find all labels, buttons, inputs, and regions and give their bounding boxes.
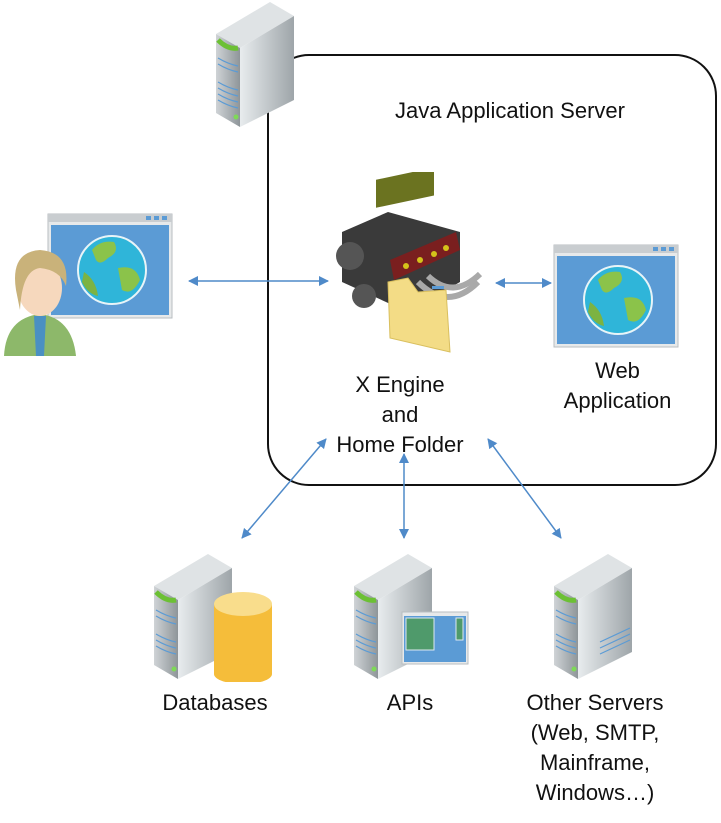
other-servers-label-line: Mainframe, <box>539 750 651 775</box>
apis-label: APIs <box>386 690 434 715</box>
engine-label-line: Home Folder <box>336 432 464 457</box>
other-servers-label-line: (Web, SMTP, <box>530 720 660 745</box>
user-browser-icon <box>4 213 173 356</box>
database-server-icon <box>154 554 272 682</box>
engine-folder-icon <box>336 172 483 353</box>
web-app-label-line: Application <box>563 388 672 413</box>
api-server-icon <box>354 554 469 679</box>
web-app-label-line: Web <box>595 358 640 383</box>
engine-label-line: and <box>381 402 419 427</box>
web-application-label: Web Application <box>545 356 690 416</box>
other-server-icon <box>554 554 632 679</box>
other-servers-label-line: Other Servers <box>526 690 664 715</box>
other-servers-label: Other Servers (Web, SMTP, Mainframe, Win… <box>505 688 685 808</box>
other-servers-label-line: Windows…) <box>535 780 655 805</box>
arrow-engine-other-servers <box>487 438 562 539</box>
container-title: Java Application Server <box>395 98 625 123</box>
arrow-engine-databases <box>241 438 327 539</box>
engine-label: X Engine and Home Folder <box>320 370 480 460</box>
databases-label: Databases <box>162 690 268 715</box>
web-application-icon <box>553 244 679 348</box>
engine-label-line: X Engine <box>355 372 445 397</box>
top-server-icon <box>216 2 294 127</box>
